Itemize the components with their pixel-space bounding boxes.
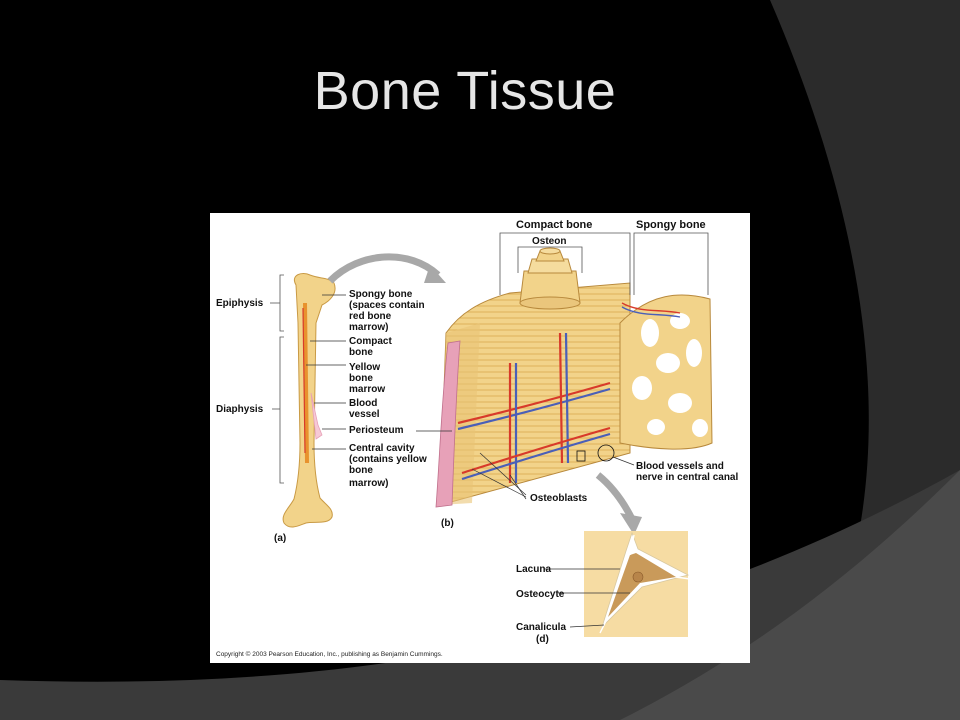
- compact-bone-callout: Compact bone: [349, 336, 395, 358]
- panel-a-label: (a): [274, 533, 286, 544]
- zoom-arrow-bottom-head: [620, 513, 642, 535]
- osteocyte-zoom-box: [576, 450, 586, 462]
- compact-bone-block: [435, 247, 631, 508]
- panel-d-label: (d): [536, 634, 549, 645]
- long-bone-drawing: [282, 272, 336, 528]
- periosteum-layer: [435, 340, 461, 508]
- blood-vessel-callout: Blood vessel: [349, 398, 380, 420]
- panel-b-leader-lines: [416, 430, 635, 500]
- diaphysis-brace: [272, 336, 284, 484]
- bone-tissue-figure: Epiphysis Diaphysis Spongy bone (spaces …: [210, 213, 750, 663]
- panel-d-leader-lines: [544, 568, 630, 628]
- copyright-notice: Copyright © 2003 Pearson Education, Inc.…: [216, 650, 443, 658]
- panel-b-label: (b): [441, 518, 454, 529]
- panel-b-brackets: [499, 232, 709, 295]
- zoom-arrow-top: [327, 253, 441, 284]
- diaphysis-label: Diaphysis: [216, 404, 264, 415]
- osteocyte-callout: Osteocyte: [516, 589, 565, 600]
- osteon-rings: [519, 247, 581, 310]
- central-cavity-callout: Central cavity (contains yellow bone mar…: [349, 443, 430, 489]
- central-canal-callout: Blood vessels and nerve in central canal: [636, 461, 738, 483]
- central-canal-circle: [597, 444, 615, 462]
- osteocyte-detail: [584, 531, 691, 637]
- panel-a-leader-lines: [306, 294, 346, 450]
- compact-bone-header: Compact bone: [516, 219, 592, 231]
- spongy-bone-header: Spongy bone: [636, 219, 706, 231]
- spongy-bone-block: [619, 294, 713, 450]
- osteoblasts-callout: Osteoblasts: [530, 493, 588, 504]
- lacuna-callout: Lacuna: [516, 564, 551, 575]
- slide-title: Bone Tissue: [313, 61, 617, 121]
- spongy-bone-callout: Spongy bone (spaces contain red bone mar…: [349, 289, 427, 333]
- periosteum-callout: Periosteum: [349, 425, 404, 436]
- canalicula-callout: Canalicula: [516, 622, 566, 633]
- zoom-arrow-top-head: [424, 265, 446, 283]
- epiphysis-label: Epiphysis: [216, 298, 264, 309]
- zoom-arrow-bottom: [595, 472, 636, 521]
- epiphysis-brace: [270, 274, 284, 332]
- yellow-bone-marrow-callout: Yellow bone marrow: [349, 362, 385, 395]
- osteon-label: Osteon: [532, 236, 566, 247]
